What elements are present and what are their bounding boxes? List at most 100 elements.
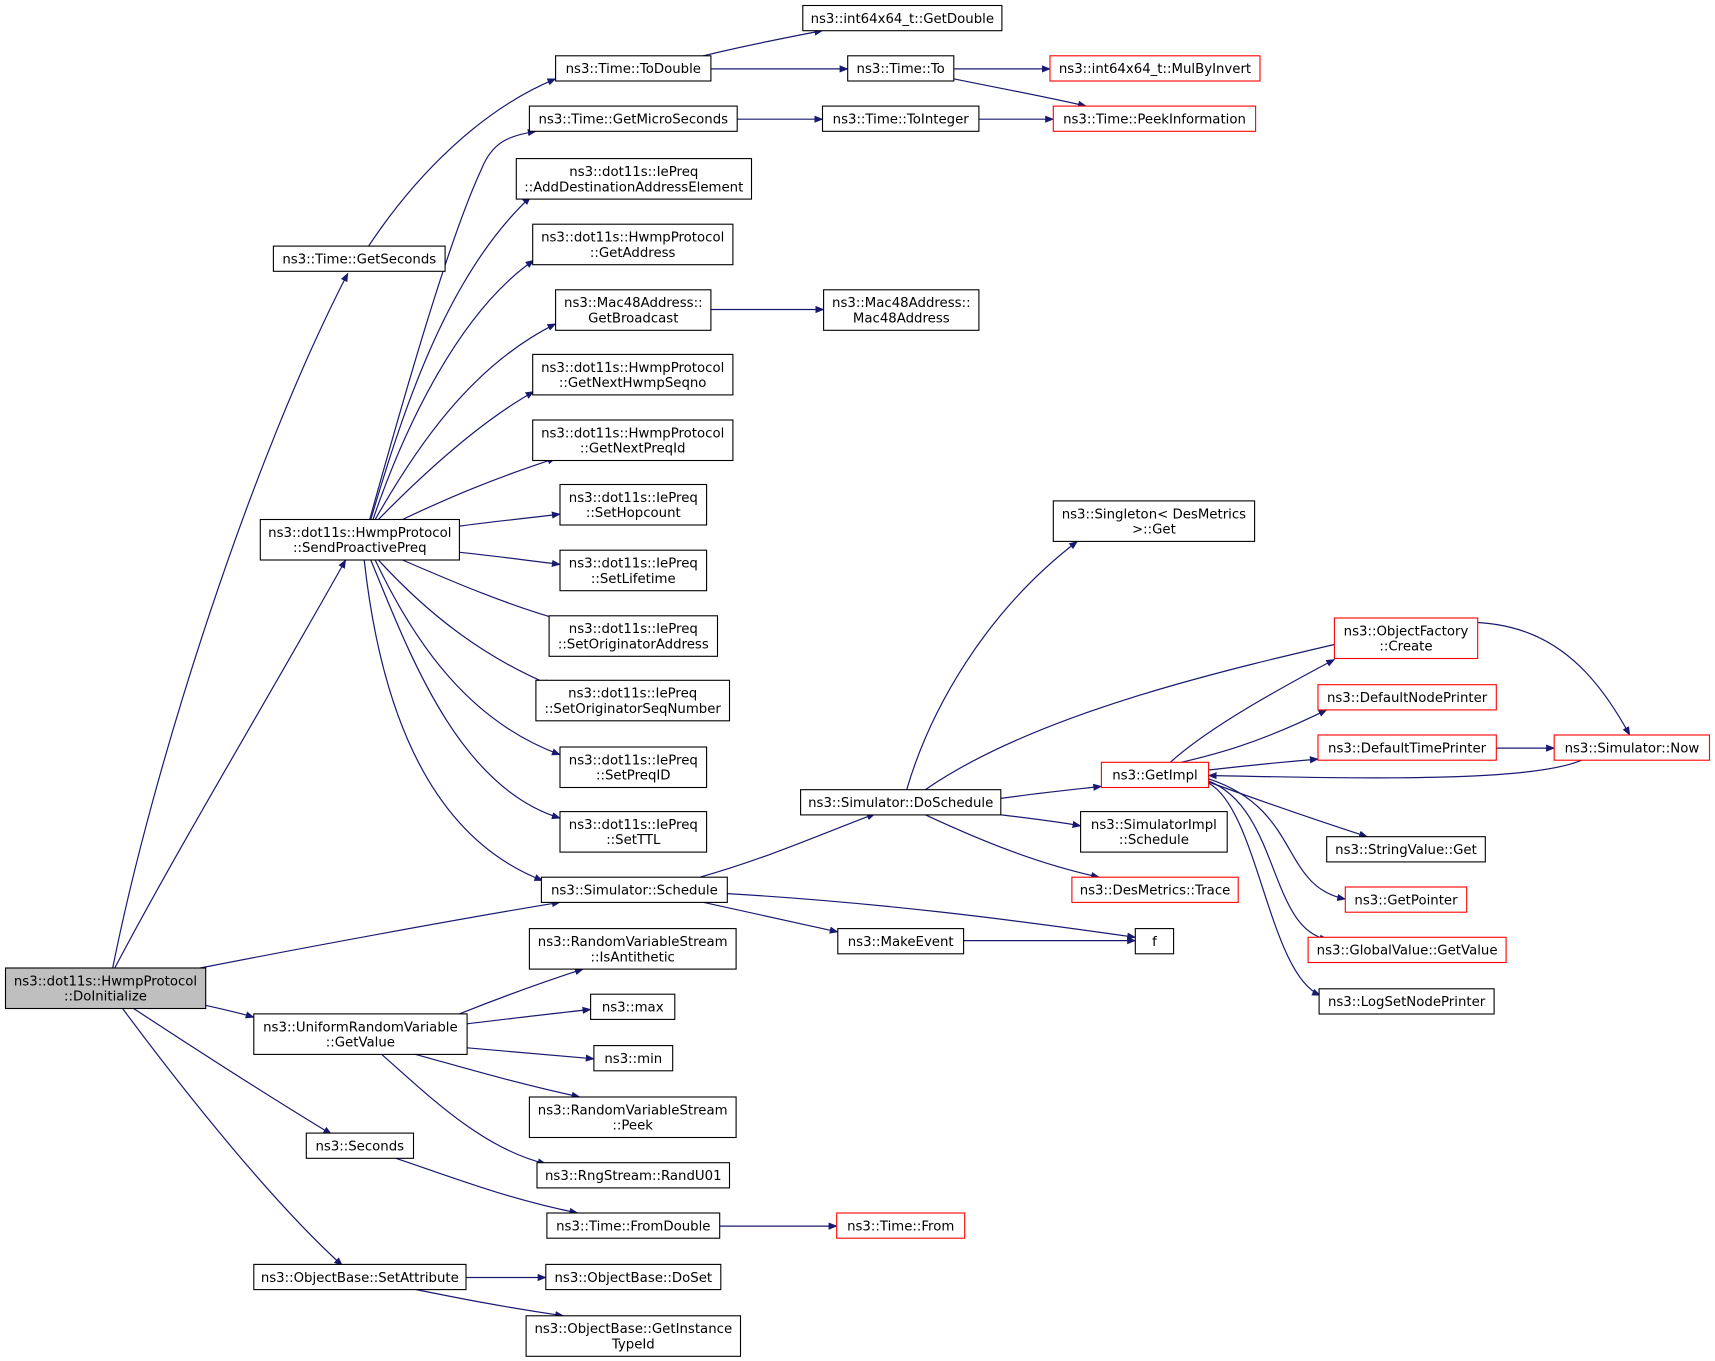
node-defnodeprinter[interactable]: ns3::DefaultNodePrinter bbox=[1317, 684, 1497, 711]
node-setorigaddr[interactable]: ns3::dot11s::IePreq::SetOriginatorAddres… bbox=[548, 615, 719, 657]
node-label: ns3::Simulator::Now bbox=[1565, 741, 1700, 756]
node-setattr[interactable]: ns3::ObjectBase::SetAttribute bbox=[253, 1263, 467, 1291]
node-box bbox=[802, 4, 1003, 32]
edge-sendpreq-to-setlifetime bbox=[459, 551, 561, 567]
node-nexthwmpseqno[interactable]: ns3::dot11s::HwmpProtocol::GetNextHwmpSe… bbox=[532, 353, 734, 396]
edge-getimpl-to-globalvalue bbox=[1208, 780, 1329, 942]
node-mulbyinvert[interactable]: ns3::int64x64_t::MulByInvert bbox=[1049, 55, 1261, 82]
node-box bbox=[1553, 734, 1711, 761]
node-box bbox=[1326, 836, 1486, 863]
node-label: f bbox=[1152, 935, 1157, 950]
node-urvgetvalue[interactable]: ns3::UniformRandomVariable::GetValue bbox=[253, 1013, 468, 1055]
node-max[interactable]: ns3::max bbox=[590, 993, 676, 1020]
node-doinit[interactable]: ns3::dot11s::HwmpProtocol::DoInitialize bbox=[4, 967, 207, 1010]
node-box bbox=[546, 1212, 721, 1239]
node-getseconds[interactable]: ns3::Time::GetSeconds bbox=[272, 245, 446, 272]
node-box bbox=[253, 1013, 468, 1055]
node-label: Mac48Address bbox=[853, 312, 950, 327]
node-label: ::SendProactivePreq bbox=[293, 541, 427, 556]
node-doschedule[interactable]: ns3::Simulator::DoSchedule bbox=[800, 789, 1002, 816]
node-objfactory[interactable]: ns3::ObjectFactory::Create bbox=[1333, 617, 1479, 660]
node-getbroadcast[interactable]: ns3::Mac48Address::GetBroadcast bbox=[555, 289, 712, 331]
edge-simnow-to-getimpl bbox=[1207, 759, 1582, 780]
edge-doschedule-to-singleton bbox=[906, 540, 1079, 790]
node-label: ns3::GetImpl bbox=[1112, 769, 1197, 784]
node-label: ns3::Time::GetSeconds bbox=[282, 253, 436, 268]
node-fromdouble[interactable]: ns3::Time::FromDouble bbox=[546, 1212, 721, 1239]
node-label: >::Get bbox=[1132, 523, 1176, 538]
node-box bbox=[800, 789, 1002, 816]
node-desmetricstrace[interactable]: ns3::DesMetrics::Trace bbox=[1071, 876, 1239, 903]
node-doset[interactable]: ns3::ObjectBase::DoSet bbox=[545, 1263, 722, 1291]
node-label: ::SetHopcount bbox=[586, 506, 681, 521]
node-label: ::SetOriginatorAddress bbox=[558, 638, 709, 653]
edge-sendpreq-to-setpreqid bbox=[374, 559, 561, 756]
node-adddest[interactable]: ns3::dot11s::IePreq::AddDestinationAddre… bbox=[515, 158, 753, 200]
node-timefrom[interactable]: ns3::Time::From bbox=[836, 1212, 966, 1239]
node-box bbox=[559, 483, 708, 526]
edge-getimpl-to-stringvalueget bbox=[1208, 781, 1369, 838]
node-tointeger[interactable]: ns3::Time::ToInteger bbox=[821, 105, 980, 132]
node-globalvalue[interactable]: ns3::GlobalValue::GetValue bbox=[1307, 936, 1507, 964]
node-peekinfo[interactable]: ns3::Time::PeekInformation bbox=[1052, 105, 1257, 132]
node-getaddress[interactable]: ns3::dot11s::HwmpProtocol::GetAddress bbox=[532, 223, 734, 266]
node-simimplschedule[interactable]: ns3::SimulatorImpl::Schedule bbox=[1080, 811, 1228, 853]
node-sethopcount[interactable]: ns3::dot11s::IePreq::SetHopcount bbox=[559, 483, 708, 526]
node-label: ns3::RandomVariableStream bbox=[538, 935, 728, 950]
node-f[interactable]: f bbox=[1134, 928, 1175, 955]
node-label: ns3::Seconds bbox=[315, 1140, 404, 1155]
node-setttl[interactable]: ns3::dot11s::IePreq::SetTTL bbox=[559, 811, 708, 853]
node-simnow[interactable]: ns3::Simulator::Now bbox=[1553, 734, 1711, 761]
node-box bbox=[1333, 617, 1479, 660]
node-min[interactable]: ns3::min bbox=[593, 1045, 674, 1072]
node-label: ::GetNextPreqId bbox=[580, 442, 686, 457]
edge-getimpl-to-objfactory bbox=[1169, 658, 1336, 763]
node-deftimeprinter[interactable]: ns3::DefaultTimePrinter bbox=[1317, 734, 1497, 761]
node-label: ::DoInitialize bbox=[64, 990, 147, 1005]
node-box bbox=[821, 105, 980, 132]
node-getdouble[interactable]: ns3::int64x64_t::GetDouble bbox=[802, 4, 1003, 32]
node-simschedule[interactable]: ns3::Simulator::Schedule bbox=[540, 876, 728, 903]
node-singleton[interactable]: ns3::Singleton< DesMetrics>::Get bbox=[1052, 500, 1256, 542]
node-box bbox=[836, 1212, 966, 1239]
edge-sendpreq-to-simschedule bbox=[363, 559, 544, 882]
node-label: ::SetOriginatorSeqNumber bbox=[544, 702, 721, 717]
node-rvspeek[interactable]: ns3::RandomVariableStream::Peek bbox=[528, 1096, 737, 1139]
node-getpointer[interactable]: ns3::GetPointer bbox=[1344, 886, 1468, 913]
node-label: ns3::DesMetrics::Trace bbox=[1080, 884, 1231, 899]
node-timeto[interactable]: ns3::Time::To bbox=[847, 55, 955, 82]
node-mac48[interactable]: ns3::Mac48Address::Mac48Address bbox=[823, 289, 980, 331]
node-getimpl[interactable]: ns3::GetImpl bbox=[1100, 761, 1210, 789]
node-setpreqid[interactable]: ns3::dot11s::IePreq::SetPreqID bbox=[559, 746, 708, 789]
node-box bbox=[548, 615, 719, 657]
node-label: ::SetPreqID bbox=[596, 769, 671, 784]
node-setorigseq[interactable]: ns3::dot11s::IePreq::SetOriginatorSeqNum… bbox=[535, 679, 731, 722]
node-box bbox=[837, 928, 965, 955]
node-nextpreqid[interactable]: ns3::dot11s::HwmpProtocol::GetNextPreqId bbox=[532, 419, 734, 462]
node-label: ns3::Time::To bbox=[857, 62, 945, 77]
node-label: ns3::dot11s::IePreq bbox=[568, 687, 697, 702]
node-randu01[interactable]: ns3::RngStream::RandU01 bbox=[536, 1162, 731, 1189]
node-todouble[interactable]: ns3::Time::ToDouble bbox=[555, 55, 712, 82]
node-box bbox=[1317, 734, 1497, 761]
node-logsetnode[interactable]: ns3::LogSetNodePrinter bbox=[1318, 988, 1495, 1015]
edge-timeto-to-peekinfo bbox=[953, 78, 1087, 108]
node-getmicro[interactable]: ns3::Time::GetMicroSeconds bbox=[528, 105, 738, 132]
edge-sendpreq-to-setorigseq bbox=[377, 559, 554, 687]
node-label: ns3::DefaultNodePrinter bbox=[1327, 691, 1488, 706]
node-label: ::SetTTL bbox=[606, 833, 661, 848]
node-box bbox=[253, 1263, 467, 1291]
node-box bbox=[532, 419, 734, 462]
node-setlifetime[interactable]: ns3::dot11s::IePreq::SetLifetime bbox=[559, 549, 708, 592]
node-isantithetic[interactable]: ns3::RandomVariableStream::IsAntithetic bbox=[528, 928, 737, 970]
node-makeevent[interactable]: ns3::MakeEvent bbox=[837, 928, 965, 955]
node-seconds[interactable]: ns3::Seconds bbox=[305, 1132, 415, 1159]
node-box bbox=[259, 518, 460, 561]
node-label: ::GetAddress bbox=[590, 246, 676, 261]
node-sendpreq[interactable]: ns3::dot11s::HwmpProtocol::SendProactive… bbox=[259, 518, 460, 561]
node-label: ns3::Time::From bbox=[847, 1219, 954, 1234]
node-box bbox=[532, 223, 734, 266]
node-stringvalueget[interactable]: ns3::StringValue::Get bbox=[1326, 836, 1486, 863]
node-label: ns3::SimulatorImpl bbox=[1091, 818, 1217, 833]
